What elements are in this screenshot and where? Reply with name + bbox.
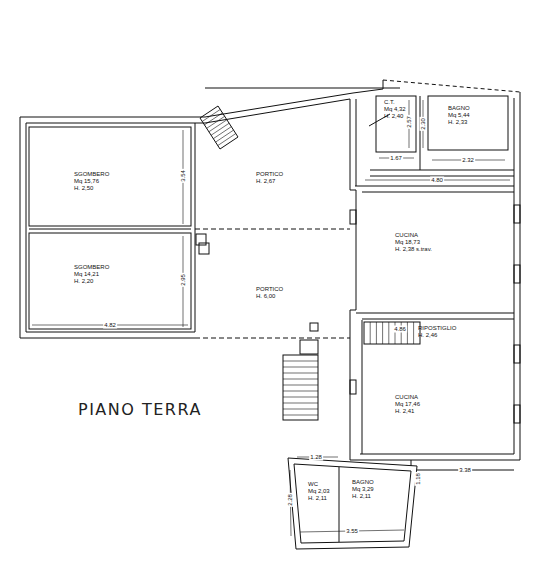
room-label: RIPOSTIGLIOH. 2,46 [418, 325, 456, 339]
room-name: RIPOSTIGLIO [418, 325, 456, 332]
dimension-label: 1.67 [389, 155, 403, 162]
room-label: CUCINAMq 17,46H. 2,41 [395, 394, 420, 415]
room-name: BAGNO [352, 479, 374, 486]
room-name: CUCINA [395, 394, 420, 401]
room-data: Mq 2,03 [308, 488, 330, 495]
room-data: H. 2,67 [256, 178, 283, 185]
room-data: Mq 3,29 [352, 486, 374, 493]
dimension-label: 1.28 [309, 454, 323, 461]
room-data: Mq 15,76 [74, 178, 109, 185]
plan-title: PIANO TERRA [78, 400, 202, 419]
room-data: H. 2,41 [395, 408, 420, 415]
room-label: WCMq 2,03H. 2,11 [308, 481, 330, 502]
room-name: C.T. [384, 99, 406, 106]
dimension-label: 2.32 [461, 157, 475, 164]
room-name: PORTICO [256, 171, 283, 178]
room-data: Mq 17,46 [395, 401, 420, 408]
room-data: Mq 5,44 [448, 112, 470, 119]
room-data: H. 6,00 [256, 293, 283, 300]
dimension-label: 3.54 [180, 169, 187, 183]
dimension-label: 2.30 [420, 117, 427, 131]
room-label: SGOMBEROMq 14,21H. 2,20 [74, 264, 109, 285]
room-label: BAGNOMq 5,44H. 2,33 [448, 105, 470, 126]
room-data: H. 2,33 [448, 119, 470, 126]
room-data: H. 2,50 [74, 185, 109, 192]
room-name: SGOMBERO [74, 171, 109, 178]
room-data: H. 2,40 [384, 113, 406, 120]
room-data: H. 2,46 [418, 332, 456, 339]
dimension-label: 4.80 [430, 177, 444, 184]
room-name: CUCINA [395, 232, 432, 239]
room-label: C.T.Mq 4,32H. 2,40 [384, 99, 406, 120]
room-name: SGOMBERO [74, 264, 109, 271]
room-label: PORTICOH. 6,00 [256, 286, 283, 300]
room-data: Mq 4,32 [384, 106, 406, 113]
room-label: CUCINAMq 18,73H. 2,38 s.trav. [395, 232, 432, 253]
room-name: BAGNO [448, 105, 470, 112]
dimension-label: 3.55 [345, 528, 359, 535]
room-data: Mq 14,21 [74, 271, 109, 278]
dimension-label: 4.82 [103, 322, 117, 329]
dimension-label: 1.18 [415, 472, 422, 486]
room-label: PORTICOH. 2,67 [256, 171, 283, 185]
room-data: H. 2,20 [74, 278, 109, 285]
room-label: SGOMBEROMq 15,76H. 2,50 [74, 171, 109, 192]
room-name: PORTICO [256, 286, 283, 293]
room-label: BAGNOMq 3,29H. 2,11 [352, 479, 374, 500]
dimension-label: 4.86 [393, 326, 407, 333]
room-name: WC [308, 481, 330, 488]
room-data: H. 2,38 s.trav. [395, 246, 432, 253]
dimension-label: 2.57 [406, 115, 413, 129]
room-data: H. 2,11 [352, 493, 374, 500]
dimension-label: 2.95 [180, 273, 187, 287]
room-data: H. 2,11 [308, 495, 330, 502]
room-data: Mq 18,73 [395, 239, 432, 246]
dimension-label: 2.28 [287, 493, 294, 507]
dimension-label: 3.38 [458, 467, 472, 474]
